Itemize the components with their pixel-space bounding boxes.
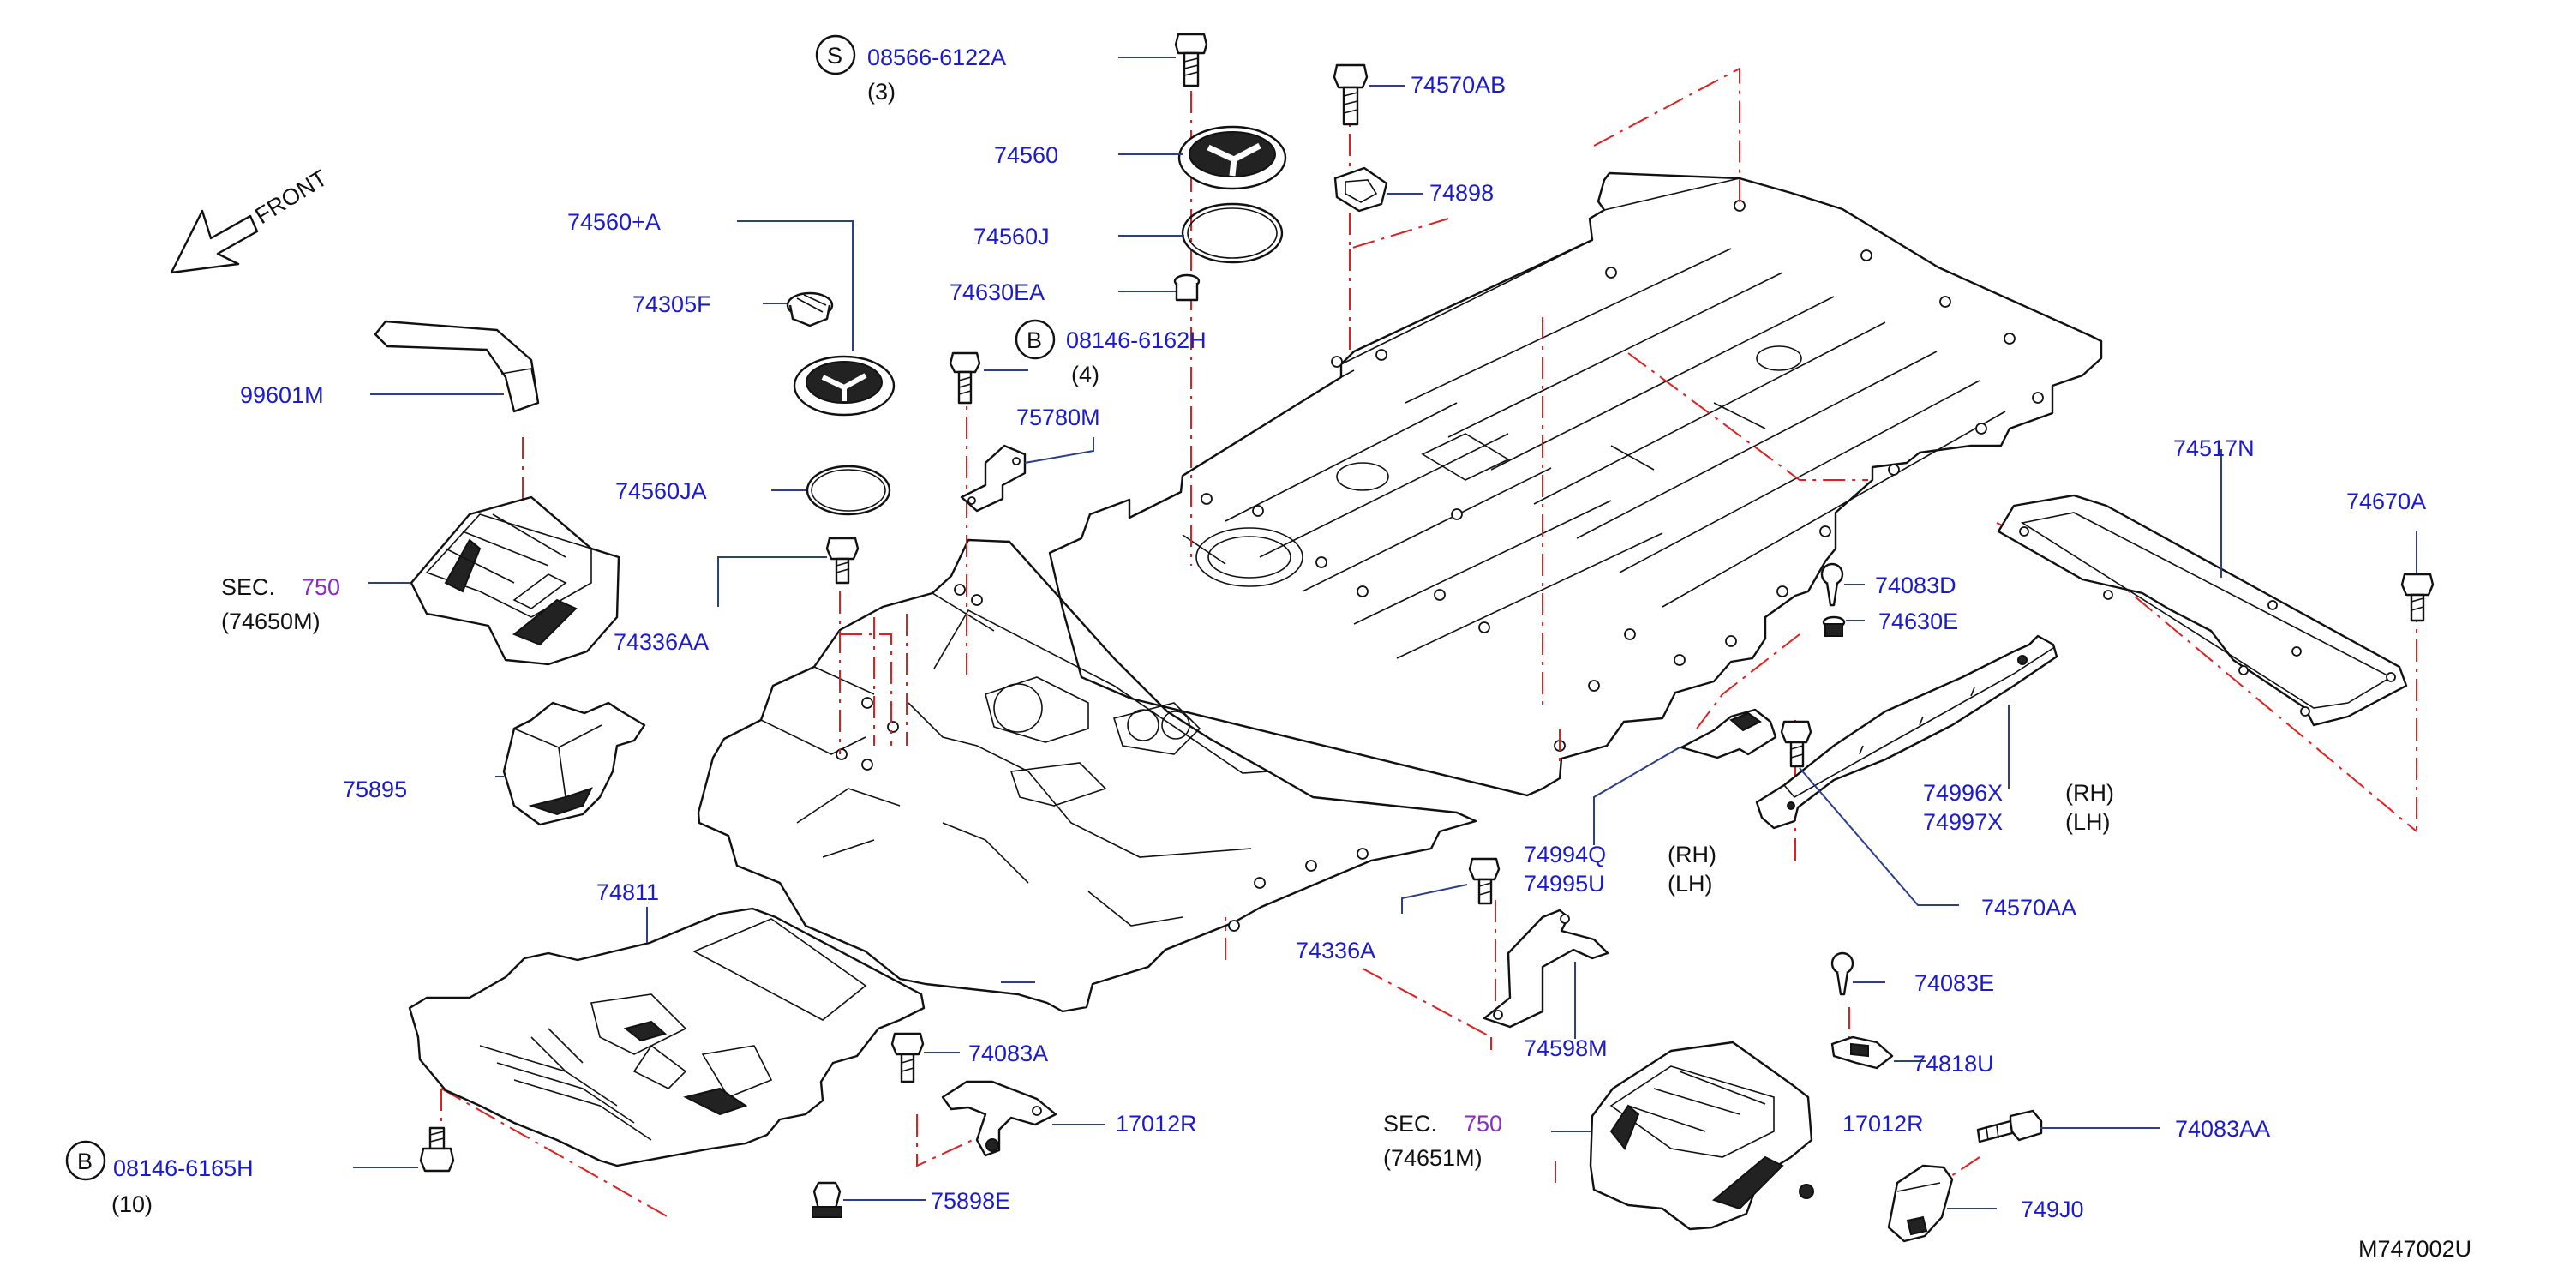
bracket-74994Q-icon xyxy=(1680,708,1777,759)
part-74336AA: 74336AA xyxy=(614,629,709,655)
clip-74083E-icon xyxy=(1830,951,1854,996)
plug-74560-icon xyxy=(1177,125,1287,190)
part-75895: 75895 xyxy=(343,777,407,802)
bolt-74083A-icon xyxy=(890,1032,925,1083)
frame-74651M-icon xyxy=(1589,1041,1814,1231)
part-74560: 74560 xyxy=(994,142,1058,168)
tray-75895-icon xyxy=(502,701,646,826)
part-74570AA: 74570AA xyxy=(1981,895,2076,921)
part-74996X: 74996X xyxy=(1923,780,2003,806)
callout-prefix-b-4: B xyxy=(1027,327,1042,353)
grommet-74630EA-icon xyxy=(1173,273,1201,302)
bolt-74995U-icon xyxy=(1468,857,1501,905)
part-08146-6165H: 08146-6165H xyxy=(113,1155,254,1181)
part-74811: 74811 xyxy=(596,879,659,905)
bolt-74083AA-icon xyxy=(1976,1109,2043,1143)
bolt-08146-6165H-icon xyxy=(419,1126,455,1173)
cap-74305F-icon xyxy=(786,291,834,327)
side-lh-a: (LH) xyxy=(2065,809,2111,835)
front-floor-panel xyxy=(697,538,1477,1013)
part-74560A: 74560+A xyxy=(567,209,661,235)
strap-99601M-icon xyxy=(374,320,540,413)
clip-75898E-icon xyxy=(812,1181,842,1218)
part-74997X: 74997X xyxy=(1923,809,2003,835)
bolt-74570AA-icon xyxy=(1780,720,1812,768)
front-arrow-icon xyxy=(170,209,259,274)
bracket-17012R-left-icon xyxy=(941,1080,1057,1157)
bolt-74670A-icon xyxy=(2400,573,2435,622)
qty-08146-6165H: (10) xyxy=(111,1191,153,1217)
seal-ring-74560JA-icon xyxy=(806,465,891,516)
side-lh-b: (LH) xyxy=(1668,871,1713,897)
part-74336A: 74336A xyxy=(1296,938,1375,963)
part-08566-6122A: 08566-6122A xyxy=(867,45,1006,70)
qty-08146-6162H: (4) xyxy=(1071,362,1099,387)
part-74083A: 74083A xyxy=(968,1041,1048,1066)
b-callout-circle-4 xyxy=(1015,319,1056,360)
part-74517N: 74517N xyxy=(2173,435,2255,461)
bolt-08146-6162H-icon xyxy=(949,351,981,405)
part-74994Q: 74994Q xyxy=(1524,842,1606,867)
sec-right-sub: (74651M) xyxy=(1383,1145,1483,1171)
part-74305F: 74305F xyxy=(632,291,711,317)
side-rh-b: (RH) xyxy=(1668,842,1716,867)
under-cover-74811-icon xyxy=(408,907,926,1167)
front-label: FRONT xyxy=(250,165,332,229)
seal-ring-74560J-icon xyxy=(1181,202,1284,264)
s-callout-circle xyxy=(815,34,856,75)
part-74670A: 74670A xyxy=(2346,489,2426,514)
part-74570AB: 74570AB xyxy=(1411,72,1506,98)
part-749J0: 749J0 xyxy=(2021,1197,2084,1222)
part-74630EA: 74630EA xyxy=(950,279,1045,305)
sec-right: SEC. xyxy=(1383,1111,1437,1137)
cover-749J0-icon xyxy=(1887,1164,1954,1243)
part-74818U: 74818U xyxy=(1913,1051,1994,1077)
part-74630E: 74630E xyxy=(1878,609,1958,634)
part-74560JA: 74560JA xyxy=(615,478,707,504)
diagram-code: M747002U xyxy=(2358,1236,2471,1262)
part-74083AA: 74083AA xyxy=(2175,1116,2270,1142)
qty-08566-6122A: (3) xyxy=(867,79,896,105)
side-rh-a: (RH) xyxy=(2065,780,2114,806)
part-75780M: 75780M xyxy=(1016,405,1100,430)
bolt-74336AA-icon xyxy=(825,537,860,585)
bolt-74570AB-icon xyxy=(1333,63,1369,126)
leader-lines xyxy=(353,57,2417,1209)
callout-prefix-s: S xyxy=(827,43,842,69)
part-74083E: 74083E xyxy=(1914,970,1994,996)
clip-74083D-icon xyxy=(1820,562,1844,607)
grommet-74630E-icon xyxy=(1822,615,1846,637)
bolt-08566-6122A-icon xyxy=(1174,33,1208,87)
part-17012R-b: 17012R xyxy=(1842,1111,1924,1137)
d-ring-74898-icon xyxy=(1333,166,1388,213)
part-74598M: 74598M xyxy=(1524,1035,1608,1061)
part-17012R-a: 17012R xyxy=(1116,1111,1197,1137)
sec-right-num: 750 xyxy=(1464,1111,1502,1137)
side-member-74996X-icon xyxy=(1755,634,2058,830)
bracket-75780M-icon xyxy=(960,444,1027,513)
part-74083D: 74083D xyxy=(1875,573,1956,598)
cover-74517N-icon xyxy=(1997,494,2408,727)
part-08146-6162H: 08146-6162H xyxy=(1066,327,1207,353)
part-74995U: 74995U xyxy=(1524,871,1605,897)
part-99601M: 99601M xyxy=(240,382,324,408)
sec-left-num: 750 xyxy=(302,574,340,600)
part-74898: 74898 xyxy=(1429,180,1494,206)
sec-left: SEC. xyxy=(221,574,275,600)
bracket-74818U-icon xyxy=(1830,1035,1894,1070)
bracket-74598M-icon xyxy=(1483,909,1609,1029)
sec-left-sub: (74650M) xyxy=(221,609,321,634)
frame-74650M-icon xyxy=(410,495,620,666)
b-callout-circle-10 xyxy=(65,1140,106,1181)
callout-prefix-b-10: B xyxy=(77,1149,93,1174)
part-74560J: 74560J xyxy=(973,224,1050,249)
plug-74560A-icon xyxy=(793,355,896,417)
rear-floor-panel xyxy=(1048,171,2103,797)
part-75898E: 75898E xyxy=(931,1188,1010,1214)
